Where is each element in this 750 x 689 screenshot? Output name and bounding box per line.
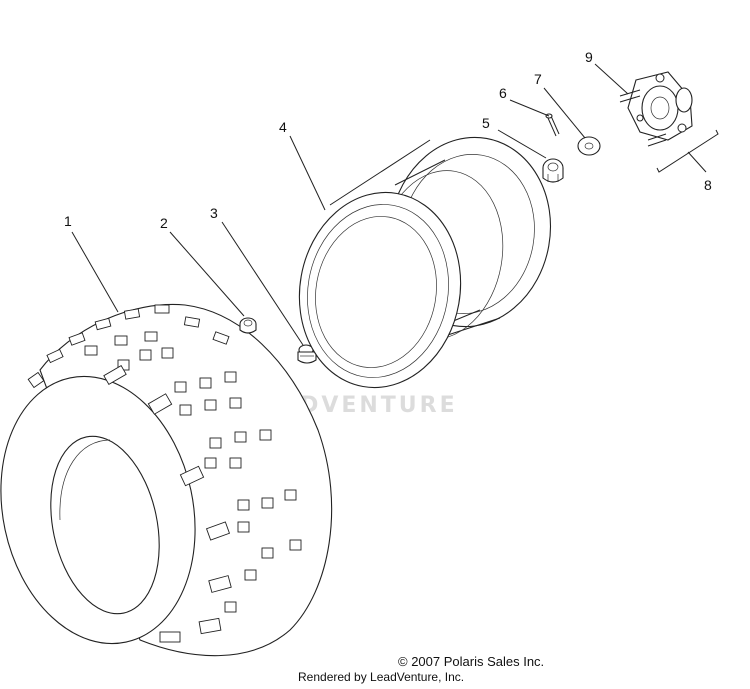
callout-7: 7 — [534, 71, 542, 87]
callout-8: 8 — [704, 177, 712, 193]
leader-lines — [71, 63, 707, 346]
wheel-rim-part — [298, 136, 552, 389]
callout-4: 4 — [279, 119, 287, 135]
valve-stem-part — [297, 344, 317, 364]
hub-part — [619, 71, 693, 147]
cotter-pin-part — [545, 113, 560, 137]
tire-part — [0, 303, 333, 657]
rendered-by-text: Rendered by LeadVenture, Inc. — [298, 670, 465, 684]
copyright-text: © 2007 Polaris Sales Inc. — [398, 654, 545, 669]
callout-5: 5 — [482, 115, 490, 131]
valve-cap-part — [239, 317, 257, 334]
castle-nut-part — [542, 158, 564, 183]
washer-part — [577, 136, 601, 156]
callout-9: 9 — [585, 49, 593, 65]
callout-1: 1 — [64, 213, 72, 229]
callout-2: 2 — [160, 215, 168, 231]
callout-3: 3 — [210, 205, 218, 221]
callout-6: 6 — [499, 85, 507, 101]
